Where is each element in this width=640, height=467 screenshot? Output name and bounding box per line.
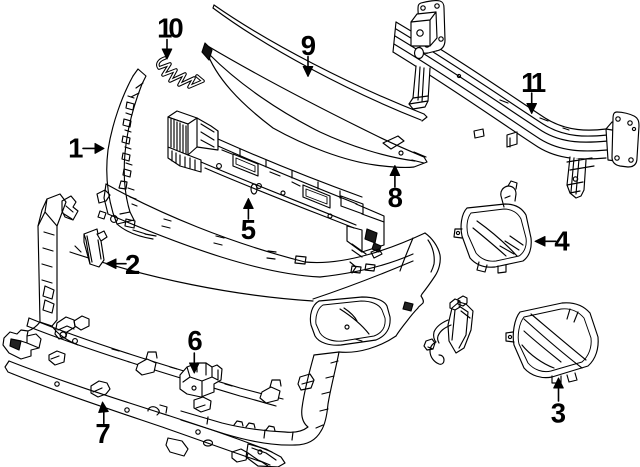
svg-text:2: 2 <box>125 249 140 280</box>
svg-text:9: 9 <box>301 30 316 61</box>
svg-text:7: 7 <box>95 418 110 449</box>
svg-text:4: 4 <box>554 226 570 257</box>
svg-text:3: 3 <box>551 397 566 428</box>
svg-text:6: 6 <box>187 325 202 356</box>
svg-text:11: 11 <box>521 67 546 98</box>
svg-text:10: 10 <box>157 13 183 44</box>
svg-text:1: 1 <box>68 133 83 164</box>
svg-text:5: 5 <box>241 214 256 245</box>
svg-text:8: 8 <box>388 182 403 213</box>
